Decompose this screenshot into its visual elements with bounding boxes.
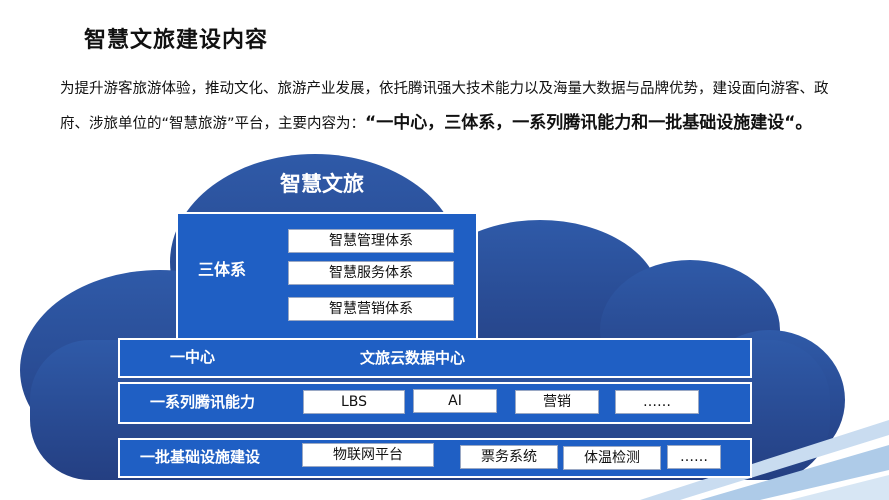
intro-highlight: “一中心，三体系，一系列腾讯能力和一批基础设施建设“。: [365, 113, 813, 133]
system-item-management: 智慧管理体系: [288, 229, 454, 253]
infra-item-ticketing: 票务系统: [460, 445, 558, 469]
intro-paragraph: 为提升游客旅游体验，推动文化、旅游产业发展，依托腾讯强大技术能力以及海量大数据与…: [60, 72, 840, 141]
infra-item-more: ……: [667, 445, 721, 469]
infra-item-temperature: 体温检测: [563, 446, 661, 470]
capability-item-marketing: 营销: [515, 390, 599, 414]
system-item-marketing: 智慧营销体系: [288, 297, 454, 321]
page-title: 智慧文旅建设内容: [84, 28, 269, 53]
capability-item-lbs: LBS: [303, 390, 405, 414]
infrastructure-label: 一批基础设施建设: [140, 448, 261, 466]
capabilities-label: 一系列腾讯能力: [150, 393, 256, 411]
one-center-band: [118, 338, 752, 378]
three-systems-label: 三体系: [198, 260, 247, 279]
infra-item-iot: 物联网平台: [302, 443, 434, 467]
intro-text: 为提升游客旅游体验，推动文化、旅游产业发展，依托腾讯强大技术能力以及海量大数据与…: [60, 81, 829, 132]
capability-item-more: ……: [615, 390, 699, 414]
diagram-title: 智慧文旅: [280, 172, 364, 196]
capability-item-ai: AI: [413, 389, 497, 413]
system-item-service: 智慧服务体系: [288, 261, 454, 285]
one-center-label: 一中心: [170, 348, 216, 366]
data-center-label: 文旅云数据中心: [360, 349, 466, 367]
